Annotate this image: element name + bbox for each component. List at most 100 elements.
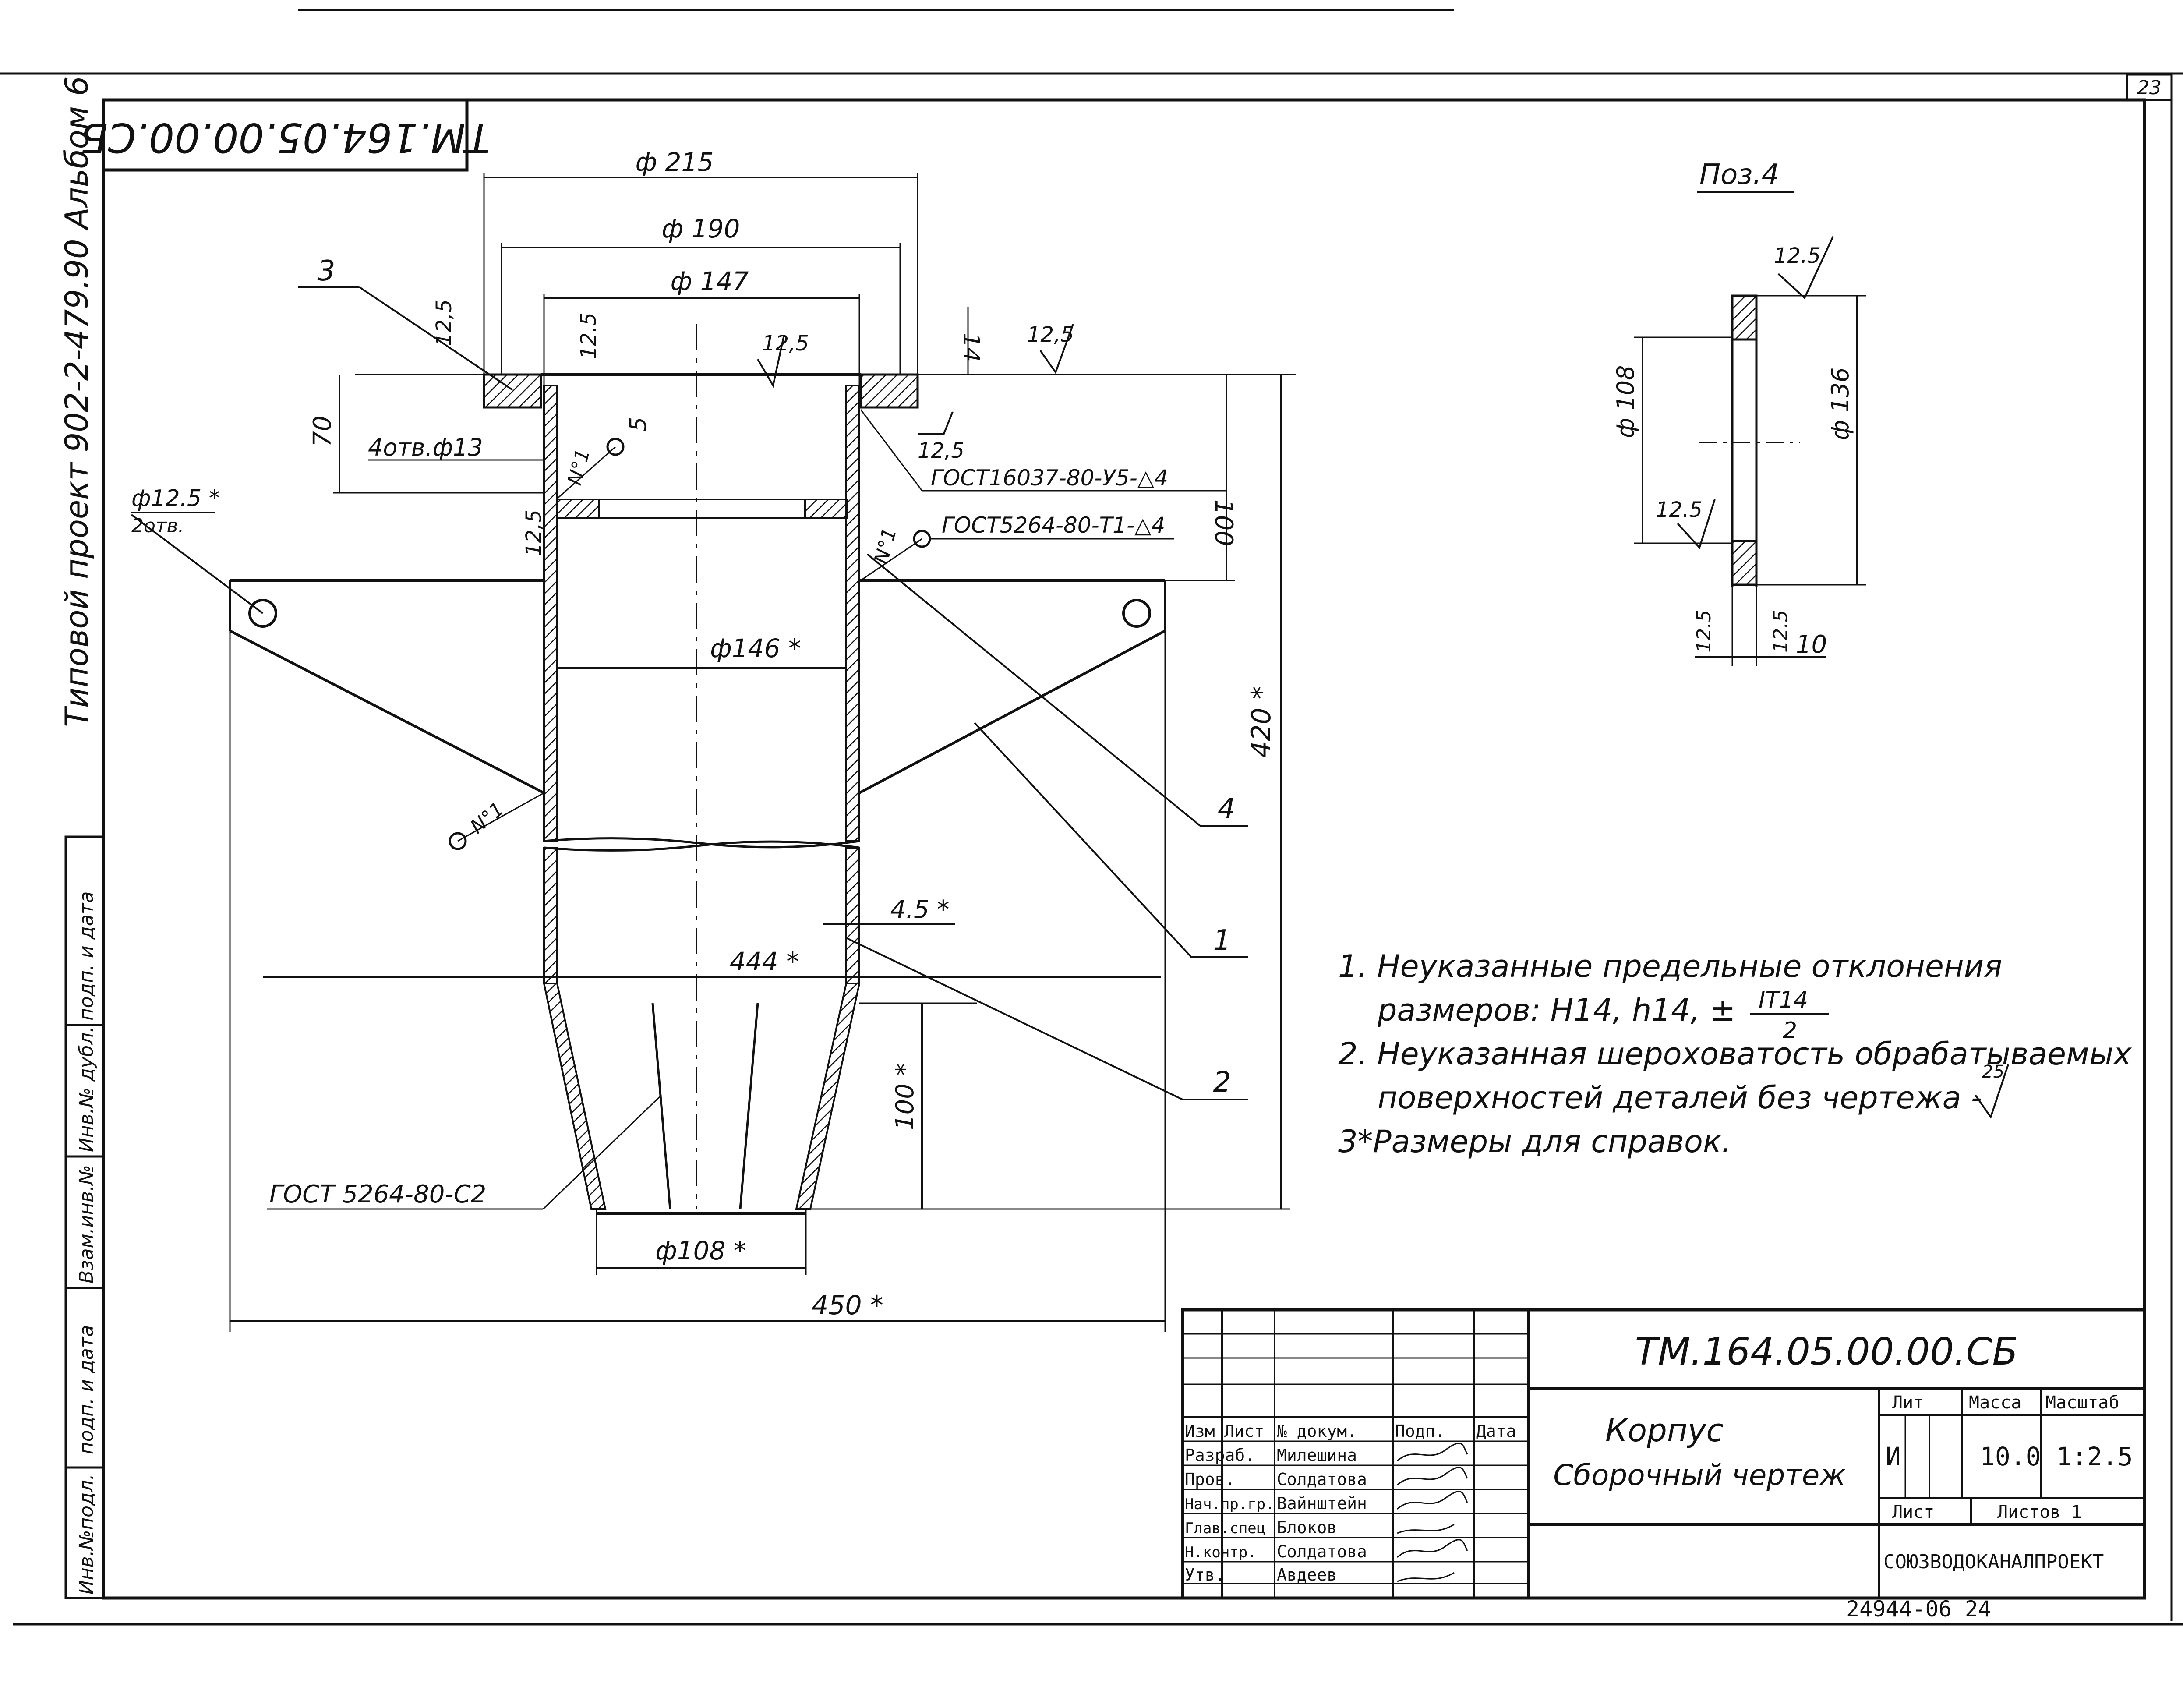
lug-hole-left <box>248 599 277 628</box>
detail-thk: 10 <box>1796 630 1827 659</box>
tb-sheet-label: Лист <box>1892 1502 1934 1522</box>
sheet-frame: 23 <box>0 9 2183 1626</box>
stamp-sign1: подп. и дата <box>75 1325 98 1454</box>
callout-2: 2 <box>1213 1066 1231 1099</box>
detail-rough-mid: 12.5 <box>1656 498 1703 522</box>
tb-lit-label: Лит <box>1892 1393 1924 1413</box>
callout-1: 1 <box>1213 924 1231 957</box>
note-3: 3*Размеры для справок. <box>1338 1124 1731 1160</box>
bottom-code: 24944-06 24 <box>1846 1596 1991 1622</box>
tb-person-6: Авдеев <box>1277 1565 1337 1584</box>
dim-t14: 14 <box>958 333 984 362</box>
pipe-wall-left <box>543 385 558 842</box>
support-wing <box>229 579 1166 794</box>
dim-holes2b: 2отв. <box>131 515 184 537</box>
callout-4: 4 <box>1218 793 1236 825</box>
tb-head-sign: Подп. <box>1395 1422 1445 1441</box>
detail-d136: ф 136 <box>1826 368 1854 440</box>
tb-head-izm: Изм <box>1185 1422 1215 1441</box>
tb-person-2: Солдатова <box>1277 1470 1367 1489</box>
pipe-wall-right <box>845 385 860 842</box>
tb-mass-label: Масса <box>1969 1393 2021 1413</box>
pipe-wall-right-lower <box>845 847 860 984</box>
inner-ring-left <box>556 499 600 519</box>
tb-role-4: Глав.спец <box>1185 1520 1265 1537</box>
tb-name-1: Корпус <box>1605 1412 1724 1449</box>
cone-wall-left <box>543 983 607 1210</box>
dim-t5: 5 <box>625 417 652 431</box>
side-stamp: Инв.№подл. подп. и дата Взам.инв.№ Инв.№… <box>64 835 105 1599</box>
tb-org: СОЮЗВОДОКАНАЛПРОЕКТ <box>1883 1551 2104 1573</box>
stamp-inv: Инв.№подл. <box>75 1474 98 1595</box>
rotated-code-box: ТМ.164.05.00.00.СБ <box>80 98 490 172</box>
tb-head-doc: № докум. <box>1277 1422 1357 1441</box>
dim-w444: 444 * <box>730 947 799 976</box>
tb-head-date: Дата <box>1476 1422 1516 1441</box>
assembly-view: ф 215 ф 190 ф 147 ф146 * 444 * 450 * ф10… <box>131 147 1296 1332</box>
note-1a: 1. Неуказанные предельные отклонения <box>1338 948 2002 984</box>
dim-holes2a: ф12.5 * <box>131 485 220 512</box>
note-1-den: 2 <box>1783 1018 1797 1044</box>
inner-ring-right <box>804 499 848 519</box>
weld-mark-1: N°1 <box>563 447 594 488</box>
note-rough: 25 <box>1982 1062 2004 1082</box>
title-block: Изм Лист № докум. Подп. Дата Разраб. Про… <box>1181 1308 2146 1600</box>
dim-d190: ф 190 <box>662 214 740 244</box>
sheet-number: 23 <box>2137 77 2162 99</box>
signatures <box>1397 1443 1468 1582</box>
dim-d108: ф108 * <box>655 1236 746 1266</box>
tb-person-3: Вайнштейн <box>1277 1494 1367 1513</box>
stamp-dup: Инв.№ дубл. <box>75 1026 98 1152</box>
tb-name-2: Сборочный чертеж <box>1553 1458 1846 1492</box>
note-2a: 2. Неуказанная шероховатость обрабатывае… <box>1338 1036 2132 1072</box>
dim-h100top: 100 <box>1209 499 1238 546</box>
rough-2: 12.5 <box>576 312 601 359</box>
tb-sheets-label: Листов 1 <box>1997 1502 2082 1522</box>
dim-w450: 450 * <box>812 1290 883 1321</box>
tb-lit-value: И <box>1886 1442 1901 1471</box>
tb-person-1: Милешина <box>1277 1446 1357 1465</box>
dim-d147: ф 147 <box>671 266 749 296</box>
roughness-marks: 12,5 12.5 12,5 12,5 12,5 12,5 <box>432 299 1074 556</box>
tb-code: ТМ.164.05.00.00.СБ <box>1635 1330 2018 1374</box>
pipe-wall-left-lower <box>543 847 558 984</box>
tb-mass-value: 10.0 <box>1980 1442 2041 1471</box>
note-2b: поверхностей деталей без чертежа - <box>1378 1080 1982 1116</box>
notes: 1. Неуказанные предельные отклонения раз… <box>1338 948 2132 1160</box>
note-1b: размеров: Н14, h14, ± <box>1377 992 1736 1028</box>
detail-rough-r: 12.5 <box>1770 610 1792 653</box>
lug-hole-right <box>1122 599 1151 628</box>
tb-head-list: Лист <box>1224 1422 1265 1441</box>
tb-role-3: Нач.пр.гр. <box>1185 1496 1275 1513</box>
flange-left <box>483 373 542 409</box>
margin-text: Типовой проект 902-2-479.90 Альбом 6 <box>58 76 95 727</box>
dim-d215: ф 215 <box>636 147 714 177</box>
rough-6: 12,5 <box>522 509 546 556</box>
rough-5: 12,5 <box>918 438 964 463</box>
callout-3: 3 <box>318 255 336 287</box>
detail-rough-l: 12.5 <box>1693 610 1715 653</box>
dim-t45: 4.5 * <box>890 895 950 924</box>
rotated-code: ТМ.164.05.00.00.СБ <box>80 114 490 161</box>
dim-h70: 70 <box>308 416 337 447</box>
gost-2: ГОСТ5264-80-Т1-△4 <box>942 513 1165 538</box>
tb-role-1: Разраб. <box>1185 1446 1255 1465</box>
dim-h100bot: 100 * <box>891 1063 919 1130</box>
detail-d108: ф 108 <box>1612 365 1639 438</box>
tb-role-2: Пров. <box>1185 1470 1235 1489</box>
rough-4: 12,5 <box>1027 322 1074 347</box>
tb-scale-label: Масштаб <box>2045 1393 2119 1413</box>
tb-person-4: Блоков <box>1277 1518 1337 1537</box>
gost-3: ГОСТ 5264-80-С2 <box>269 1180 486 1209</box>
tb-role-5: Н.контр. <box>1185 1544 1257 1561</box>
tb-role-6: Утв. <box>1185 1565 1225 1584</box>
tb-person-5: Солдатова <box>1277 1542 1367 1561</box>
detail-title: Поз.4 <box>1699 159 1779 191</box>
detail-pos4: Поз.4 ф 108 ф 136 12.5 12.5 12.5 12.5 10 <box>1612 159 1866 666</box>
note-1-it: IT14 <box>1759 987 1808 1013</box>
detail-rough-top: 12.5 <box>1774 244 1821 268</box>
rough-3: 12,5 <box>762 331 809 356</box>
dim-holes: 4отв.ф13 <box>368 434 483 461</box>
stamp-sign2: подп. и дата <box>75 891 98 1021</box>
gost-1: ГОСТ16037-80-У5-△4 <box>931 465 1168 491</box>
